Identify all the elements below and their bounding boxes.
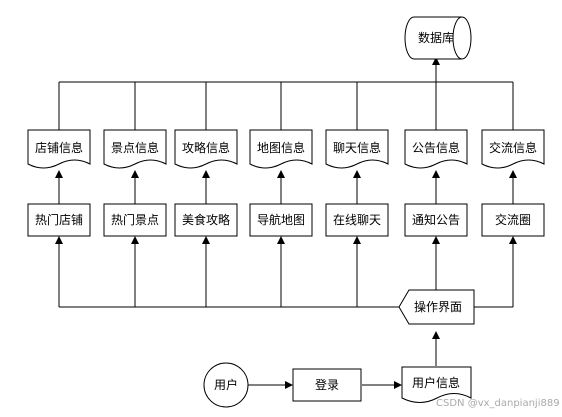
module-node-exchange-circle: 交流圈 <box>481 203 545 237</box>
document-shape <box>481 129 545 169</box>
connector-lines <box>55 57 517 389</box>
doc-label: 聊天信息 <box>333 140 381 155</box>
document-shape <box>174 129 238 169</box>
database-label: 数据库 <box>418 30 454 45</box>
module-node-notice-bulletin: 通知公告 <box>404 203 468 237</box>
module-box <box>481 203 545 237</box>
module-label: 美食攻略 <box>182 212 230 227</box>
document-shape <box>103 129 167 169</box>
operation-label: 操作界面 <box>414 299 462 314</box>
module-node-hot-shops: 热门店铺 <box>27 203 91 237</box>
doc-label: 景点信息 <box>111 140 159 155</box>
document-shape <box>27 129 91 169</box>
doc-node-scenic-info: 景点信息 <box>103 129 167 169</box>
doc-node-guide-info: 攻略信息 <box>174 129 238 169</box>
document-shape <box>404 129 468 169</box>
doc-node-chat-info: 聊天信息 <box>325 129 389 169</box>
doc-node-exchange-info: 交流信息 <box>481 129 545 169</box>
database-node: 数据库 <box>404 16 472 60</box>
user-info-node: 用户信息 <box>401 366 472 403</box>
document-shape <box>325 129 389 169</box>
module-node-hot-scenic: 热门景点 <box>103 203 167 237</box>
module-box <box>325 203 389 237</box>
module-box <box>404 203 468 237</box>
module-label: 在线聊天 <box>333 213 381 227</box>
module-label: 导航地图 <box>257 212 305 227</box>
module-box <box>174 203 238 237</box>
doc-label: 地图信息 <box>257 140 305 155</box>
doc-node-shop-info: 店铺信息 <box>27 129 91 169</box>
module-label: 热门店铺 <box>35 212 83 227</box>
login-label: 登录 <box>315 377 339 392</box>
module-box <box>27 203 91 237</box>
module-box <box>249 203 313 237</box>
doc-label: 公告信息 <box>412 140 460 155</box>
doc-label: 店铺信息 <box>35 140 83 155</box>
watermark: CSDN @vx_danpianji889 <box>436 398 560 409</box>
module-node-nav-map: 导航地图 <box>249 203 313 237</box>
operation-node: 操作界面 <box>398 289 475 325</box>
doc-node-map-info: 地图信息 <box>249 129 313 169</box>
module-node-food-guide: 美食攻略 <box>174 203 238 237</box>
login-node: 登录 <box>292 368 362 402</box>
doc-node-notice-info: 公告信息 <box>404 129 468 169</box>
document-row: 店铺信息 景点信息 攻略信息 地图信息 聊天信息 公告信息 交流信息 <box>27 129 545 169</box>
module-row: 热门店铺 热门景点 美食攻略 导航地图 在线聊天 通知公告 交流圈 <box>27 203 545 237</box>
module-node-online-chat: 在线聊天 <box>325 203 389 237</box>
module-box <box>103 203 167 237</box>
doc-label: 交流信息 <box>489 140 537 155</box>
user-node: 用户 <box>203 362 249 408</box>
doc-label: 攻略信息 <box>182 140 230 155</box>
user-label: 用户 <box>214 377 238 392</box>
document-shape <box>249 129 313 169</box>
module-label: 通知公告 <box>412 213 460 227</box>
module-label: 交流圈 <box>495 212 531 227</box>
module-label: 热门景点 <box>111 212 159 227</box>
user-info-label: 用户信息 <box>412 375 460 390</box>
